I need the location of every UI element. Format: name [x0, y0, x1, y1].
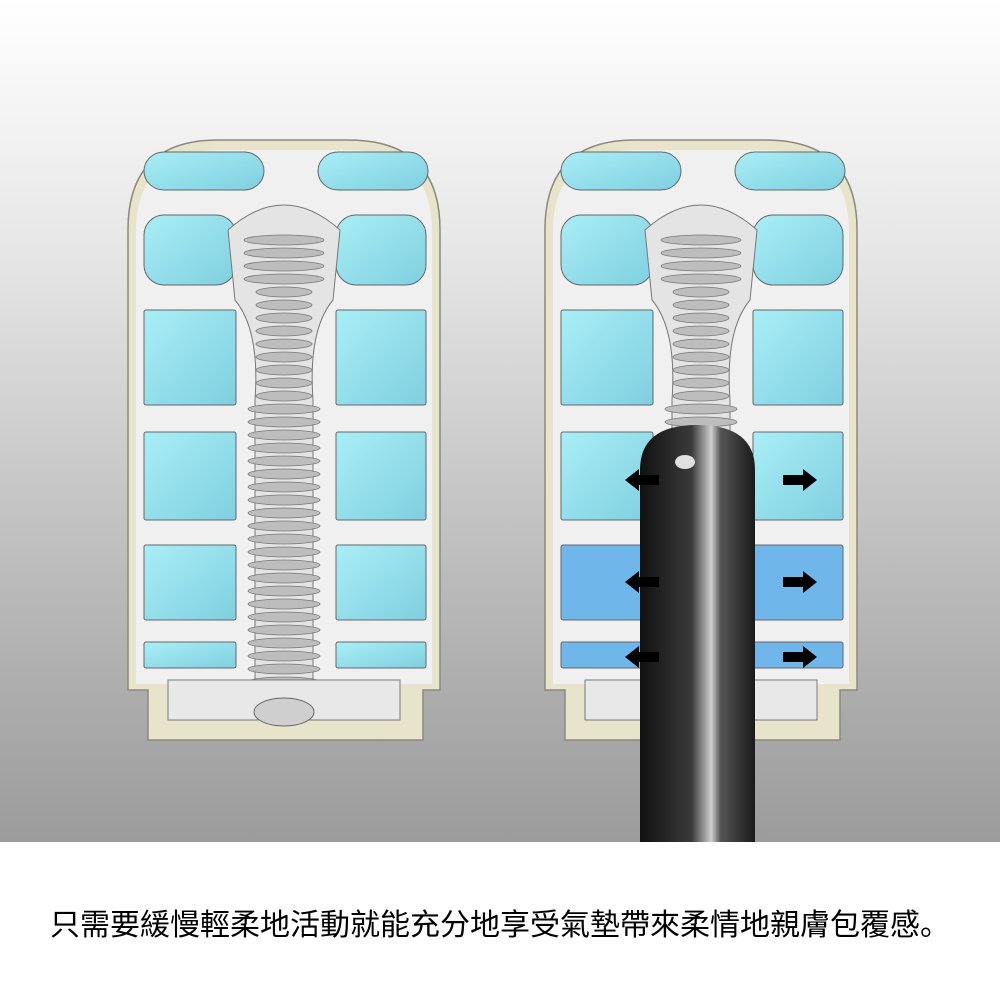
- air-cell-left: [560, 151, 682, 191]
- arrow-left-icon: [625, 571, 659, 593]
- air-cell-right: [335, 544, 427, 621]
- air-cell-right: [335, 641, 427, 669]
- sleeve-rib: [247, 559, 321, 571]
- sleeve-rib: [247, 403, 321, 415]
- arrow-right-icon: [783, 571, 817, 593]
- capsule-with-insertion: [544, 139, 858, 842]
- sleeve-rib: [255, 351, 313, 363]
- air-cell-right: [734, 151, 846, 191]
- air-cell-right: [317, 151, 429, 191]
- air-cell-left: [560, 309, 654, 406]
- sleeve-rib: [255, 364, 313, 376]
- air-cell-right: [752, 309, 844, 406]
- sleeve-rib: [247, 416, 321, 428]
- sleeve-rib: [672, 364, 730, 376]
- sleeve-rib: [247, 468, 321, 480]
- air-cell-left: [143, 151, 265, 191]
- air-cell-left: [143, 309, 237, 406]
- air-cell-left: [143, 641, 237, 669]
- sleeve-rib: [247, 637, 321, 649]
- air-cell-right: [335, 214, 427, 286]
- sleeve-rib: [672, 312, 730, 324]
- arrow-left-icon: [625, 469, 659, 491]
- air-cell-left: [560, 214, 654, 286]
- sleeve-rib: [243, 234, 325, 246]
- sleeve-rib: [660, 260, 742, 272]
- sleeve-rib: [247, 429, 321, 441]
- sleeve-rib: [247, 572, 321, 584]
- caption: 只需要緩慢輕柔地活動就能充分地享受氣墊帶來柔情地親膚包覆感。: [50, 908, 950, 943]
- rod-highlight: [675, 455, 695, 469]
- sleeve-rib: [247, 507, 321, 519]
- air-cell-left: [143, 431, 237, 521]
- sleeve-rib: [243, 273, 325, 285]
- arrow-left-icon: [625, 646, 659, 668]
- opening: [253, 697, 315, 727]
- capsule-at-rest: [127, 139, 441, 741]
- sleeve-rib: [255, 286, 313, 298]
- sleeve-rib: [672, 377, 730, 389]
- air-cell-right: [335, 431, 427, 521]
- sleeve-rib: [247, 650, 321, 662]
- sleeve-rib: [247, 611, 321, 623]
- sleeve-rib: [247, 481, 321, 493]
- air-cell-right: [752, 214, 844, 286]
- arrow-right-icon: [783, 469, 817, 491]
- sleeve-rib: [672, 390, 730, 402]
- sleeve-rib: [255, 312, 313, 324]
- sleeve-rib: [255, 338, 313, 350]
- sleeve-rib: [660, 273, 742, 285]
- sleeve-rib: [672, 351, 730, 363]
- air-cell-right: [335, 309, 427, 406]
- sleeve-rib: [247, 663, 321, 675]
- sleeve-rib: [247, 598, 321, 610]
- sleeve-rib: [243, 260, 325, 272]
- sleeve-rib: [255, 299, 313, 311]
- air-cell-left: [143, 214, 237, 286]
- sleeve-rib: [247, 533, 321, 545]
- sleeve-rib: [660, 247, 742, 259]
- rod: [640, 425, 755, 842]
- sleeve-rib: [247, 624, 321, 636]
- sleeve-rib: [672, 286, 730, 298]
- sleeve-rib: [672, 338, 730, 350]
- cross-section-diagram: [127, 139, 858, 842]
- sleeve-rib: [247, 546, 321, 558]
- sleeve-rib: [672, 325, 730, 337]
- sleeve-rib: [247, 455, 321, 467]
- sleeve-rib: [255, 325, 313, 337]
- air-cell-left: [143, 544, 237, 621]
- sleeve-rib: [243, 247, 325, 259]
- sleeve-rib: [660, 234, 742, 246]
- product-illustration: [0, 0, 1000, 842]
- arrow-right-icon: [783, 646, 817, 668]
- sleeve-rib: [664, 403, 738, 415]
- sleeve-rib: [247, 585, 321, 597]
- sleeve-rib: [672, 299, 730, 311]
- sleeve-rib: [247, 520, 321, 532]
- sleeve-rib: [255, 390, 313, 402]
- sleeve-rib: [255, 377, 313, 389]
- sleeve-rib: [247, 442, 321, 454]
- sleeve-rib: [247, 494, 321, 506]
